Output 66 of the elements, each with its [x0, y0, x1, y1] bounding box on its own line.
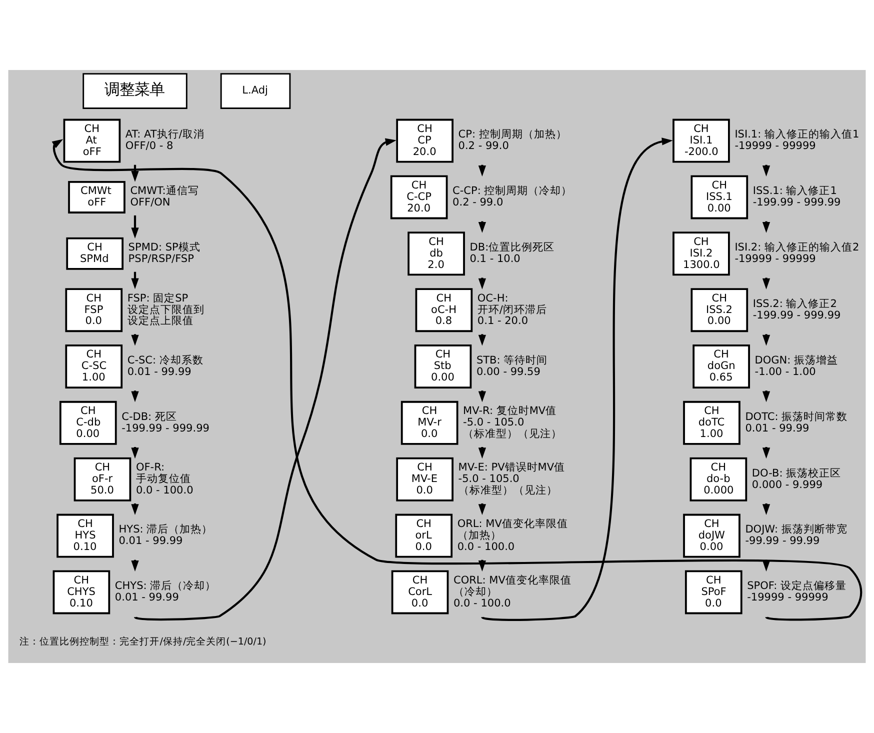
node-label: HYS: 滞后（加热） — [118, 524, 213, 536]
node-label: ISS.1: 输入修正1 — [752, 185, 837, 198]
node-label: OFF/ON — [130, 196, 170, 209]
node-label: OFF/0 - 8 — [125, 140, 174, 152]
arrow — [52, 139, 862, 621]
node-label: MV-R: 复位时MV值 — [463, 405, 557, 418]
node-label: -19999 - 99999 — [734, 140, 816, 152]
node-label: -199.99 - 999.99 — [122, 422, 210, 434]
node-label: 0.01 - 99.99 — [114, 592, 179, 604]
node-label: OC-H: — [477, 292, 508, 304]
node-label: MV-E: PV错误时MV值 — [458, 462, 566, 474]
node-label: 0.00 - 99.59 — [476, 366, 540, 378]
node-label: （加热） — [457, 529, 502, 542]
node-label: ORL: MV值变化率限值 — [457, 518, 568, 530]
node-label: ISS.2: 输入修正2 — [752, 298, 837, 310]
node-label: C-DB: 死区 — [122, 410, 177, 423]
node-label: （冷却） — [454, 586, 498, 598]
node-label: 0.0 - 100.0 — [454, 597, 511, 610]
node-label: 0.0 - 100.0 — [457, 540, 515, 553]
node-label: 设定点下限值到 — [127, 304, 204, 316]
node-label: 手动复位值 — [136, 473, 191, 486]
node-label: AT: AT执行/取消 — [125, 128, 204, 141]
node-label: -5.0 - 105.0 — [463, 416, 524, 429]
node-label: 0.000 - 9.999 — [752, 478, 823, 491]
node-label: SPOF: 设定点偏移量 — [747, 580, 847, 592]
node-label: CHYS: 滞后（冷却） — [114, 580, 216, 592]
node-label: -19999 - 99999 — [747, 592, 828, 604]
node-label: OF-R: — [136, 462, 165, 474]
node-label: 0.01 - 99.99 — [118, 535, 183, 548]
node-label: CMWT:通信写 — [130, 185, 199, 198]
node-label: PSP/RSP/FSP — [128, 253, 194, 266]
node-label: （标准型）（见注） — [463, 428, 562, 440]
node-label: -5.0 - 105.0 — [458, 473, 520, 486]
node-label: STB: 等待时间 — [476, 354, 548, 366]
node-label: -99.99 - 99.99 — [745, 535, 820, 548]
node-label: ISI.1: 输入修正的输入值1 — [734, 128, 860, 141]
arrow — [131, 215, 139, 239]
node-label: CP: 控制周期（加热） — [458, 128, 567, 141]
node-label: -19999 - 99999 — [734, 253, 816, 266]
node-label: 0.0 - 100.0 — [136, 484, 194, 497]
node-label: 设定点上限值 — [127, 315, 194, 328]
node-label: C-SC: 冷却系数 — [127, 354, 204, 366]
node-label: -199.99 - 999.99 — [752, 196, 841, 209]
node-label: 0.1 - 10.0 — [470, 253, 520, 266]
node-label: CORL: MV值变化率限值 — [454, 574, 572, 586]
node-label: 0.1 - 20.0 — [477, 315, 528, 328]
node-label: C-CP: 控制周期（冷却） — [452, 185, 572, 198]
node-label: -199.99 - 999.99 — [752, 309, 841, 322]
node-label: 0.2 - 99.0 — [452, 196, 504, 209]
node-label: FSP: 固定SP — [127, 292, 188, 304]
node-box: L.Adj — [220, 73, 291, 109]
node-label: 0.2 - 99.0 — [458, 140, 509, 152]
node-label: ISI.2: 输入修正的输入值2 — [734, 242, 860, 254]
node-label: DOJW: 振荡判断带宽 — [745, 524, 848, 536]
node-label: SPMD: SP模式 — [128, 242, 200, 254]
node-label: -1.00 - 1.00 — [754, 366, 816, 378]
node-label: DOGN: 振荡增益 — [754, 354, 838, 366]
node-label: 0.01 - 99.99 — [745, 422, 810, 434]
node-label: （标准型）（见注） — [458, 484, 558, 497]
node-box: 调整菜单 — [82, 73, 188, 109]
node-label: 0.01 - 99.99 — [127, 366, 192, 378]
node-label: DB:位置比例死区 — [470, 242, 555, 254]
node-label: 开环/闭环滞后 — [477, 304, 547, 316]
label: 注：位置比例控制型：完全打开/保持/完全关闭(−1/0/1) — [20, 636, 266, 648]
node-label: DO-B: 振荡校正区 — [752, 467, 842, 480]
node-label: DOTC: 振荡时间常数 — [745, 410, 848, 423]
